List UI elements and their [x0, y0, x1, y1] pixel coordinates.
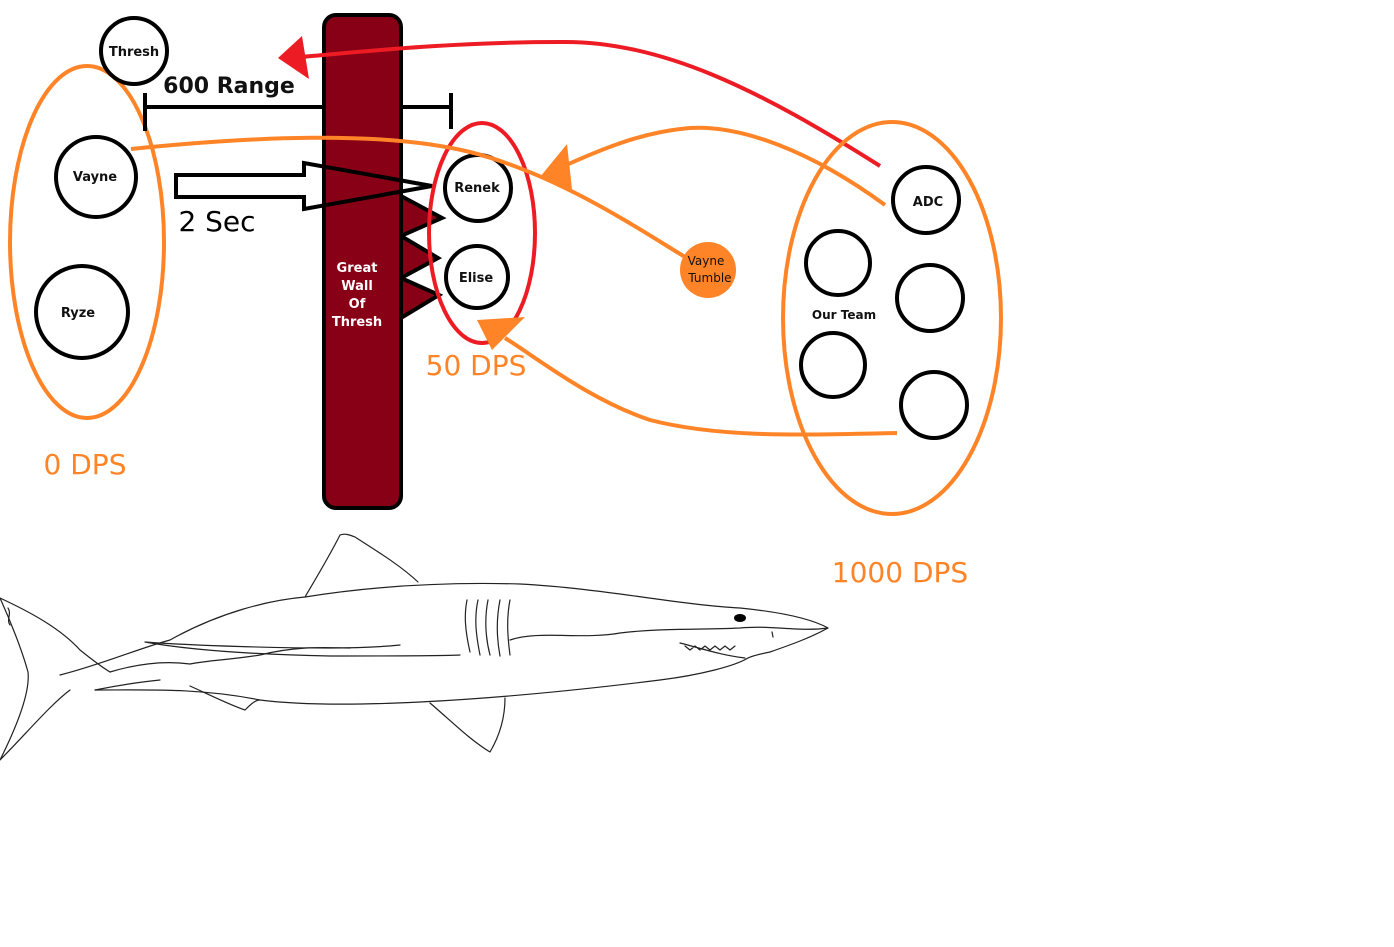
range-label: 600 Range: [163, 74, 295, 99]
teammate-adc-label: ADC: [913, 195, 943, 210]
shark-tail: [0, 597, 111, 761]
wall-spike: [399, 274, 444, 322]
adc-to-thresh-arrow: [278, 36, 882, 168]
shark-teeth: [679, 642, 746, 659]
teammate-circle: [895, 263, 965, 333]
champion-thresh-label: Thresh: [109, 45, 159, 60]
left-group-dps-label: 0 DPS: [44, 448, 127, 481]
shark-lateral-line: [144, 641, 461, 657]
champion-ryze-label: Ryze: [61, 306, 95, 321]
vayne-tumble-label-line2: Tumble: [687, 271, 731, 285]
wall-label-line1: Great: [337, 261, 378, 276]
dash-arrow: [174, 160, 433, 212]
shark-gills: [464, 599, 511, 657]
shark-underbelly-line: [109, 646, 351, 673]
champion-renek: Renek: [443, 153, 513, 223]
shark-nostril: [771, 631, 774, 638]
mid-group-dps-label: 50 DPS: [426, 349, 527, 382]
teammate-adc: ADC: [891, 165, 961, 235]
vayne-tumble-label-line1: Vayne: [688, 254, 725, 268]
champion-elise: Elise: [444, 244, 510, 310]
wall-spike: [399, 232, 443, 282]
champion-thresh: Thresh: [99, 16, 169, 86]
champion-vayne: Vayne: [54, 135, 138, 219]
vayne-tumble-marker: Vayne Tumble: [680, 242, 736, 298]
shark-dorsal-fin: [304, 533, 419, 598]
shark-pelvic-fin: [189, 685, 261, 711]
champion-elise-label: Elise: [459, 271, 494, 286]
vayne-tumble-path: [130, 135, 692, 262]
our-team-ellipse: [781, 120, 1003, 516]
teammate-circle: [899, 370, 969, 440]
shark-pectoral-fin: [429, 697, 506, 753]
teammate-circle: [804, 229, 872, 297]
dash-time-label: 2 Sec: [178, 205, 255, 238]
our-team-label: Our Team: [812, 308, 876, 322]
wall-label-line3: Of: [349, 297, 366, 312]
shark-belly: [94, 657, 749, 705]
shark-mouth-line: [509, 626, 829, 641]
enemy-group-mid-ellipse: [427, 121, 537, 345]
teammate-circle: [799, 331, 867, 399]
our-team-dps-label: 1000 DPS: [832, 556, 968, 589]
wall-label-line4: Thresh: [332, 315, 382, 330]
wall-label-line2: Wall: [341, 279, 373, 294]
shark-eye: [734, 614, 746, 622]
great-wall-of-thresh: Great Wall Of Thresh: [322, 13, 447, 510]
champion-renek-label: Renek: [454, 181, 500, 196]
shark-anal-fin: [94, 679, 161, 691]
champion-ryze: Ryze: [34, 264, 130, 360]
shark-back: [59, 582, 829, 676]
wall-spike: [399, 192, 447, 240]
shark-illustration: [0, 533, 829, 761]
enemy-group-left-ellipse: [8, 64, 166, 420]
champion-vayne-label: Vayne: [73, 170, 117, 185]
shark-tail-inner: [7, 607, 11, 626]
team-to-elise-arrow: [477, 317, 898, 437]
